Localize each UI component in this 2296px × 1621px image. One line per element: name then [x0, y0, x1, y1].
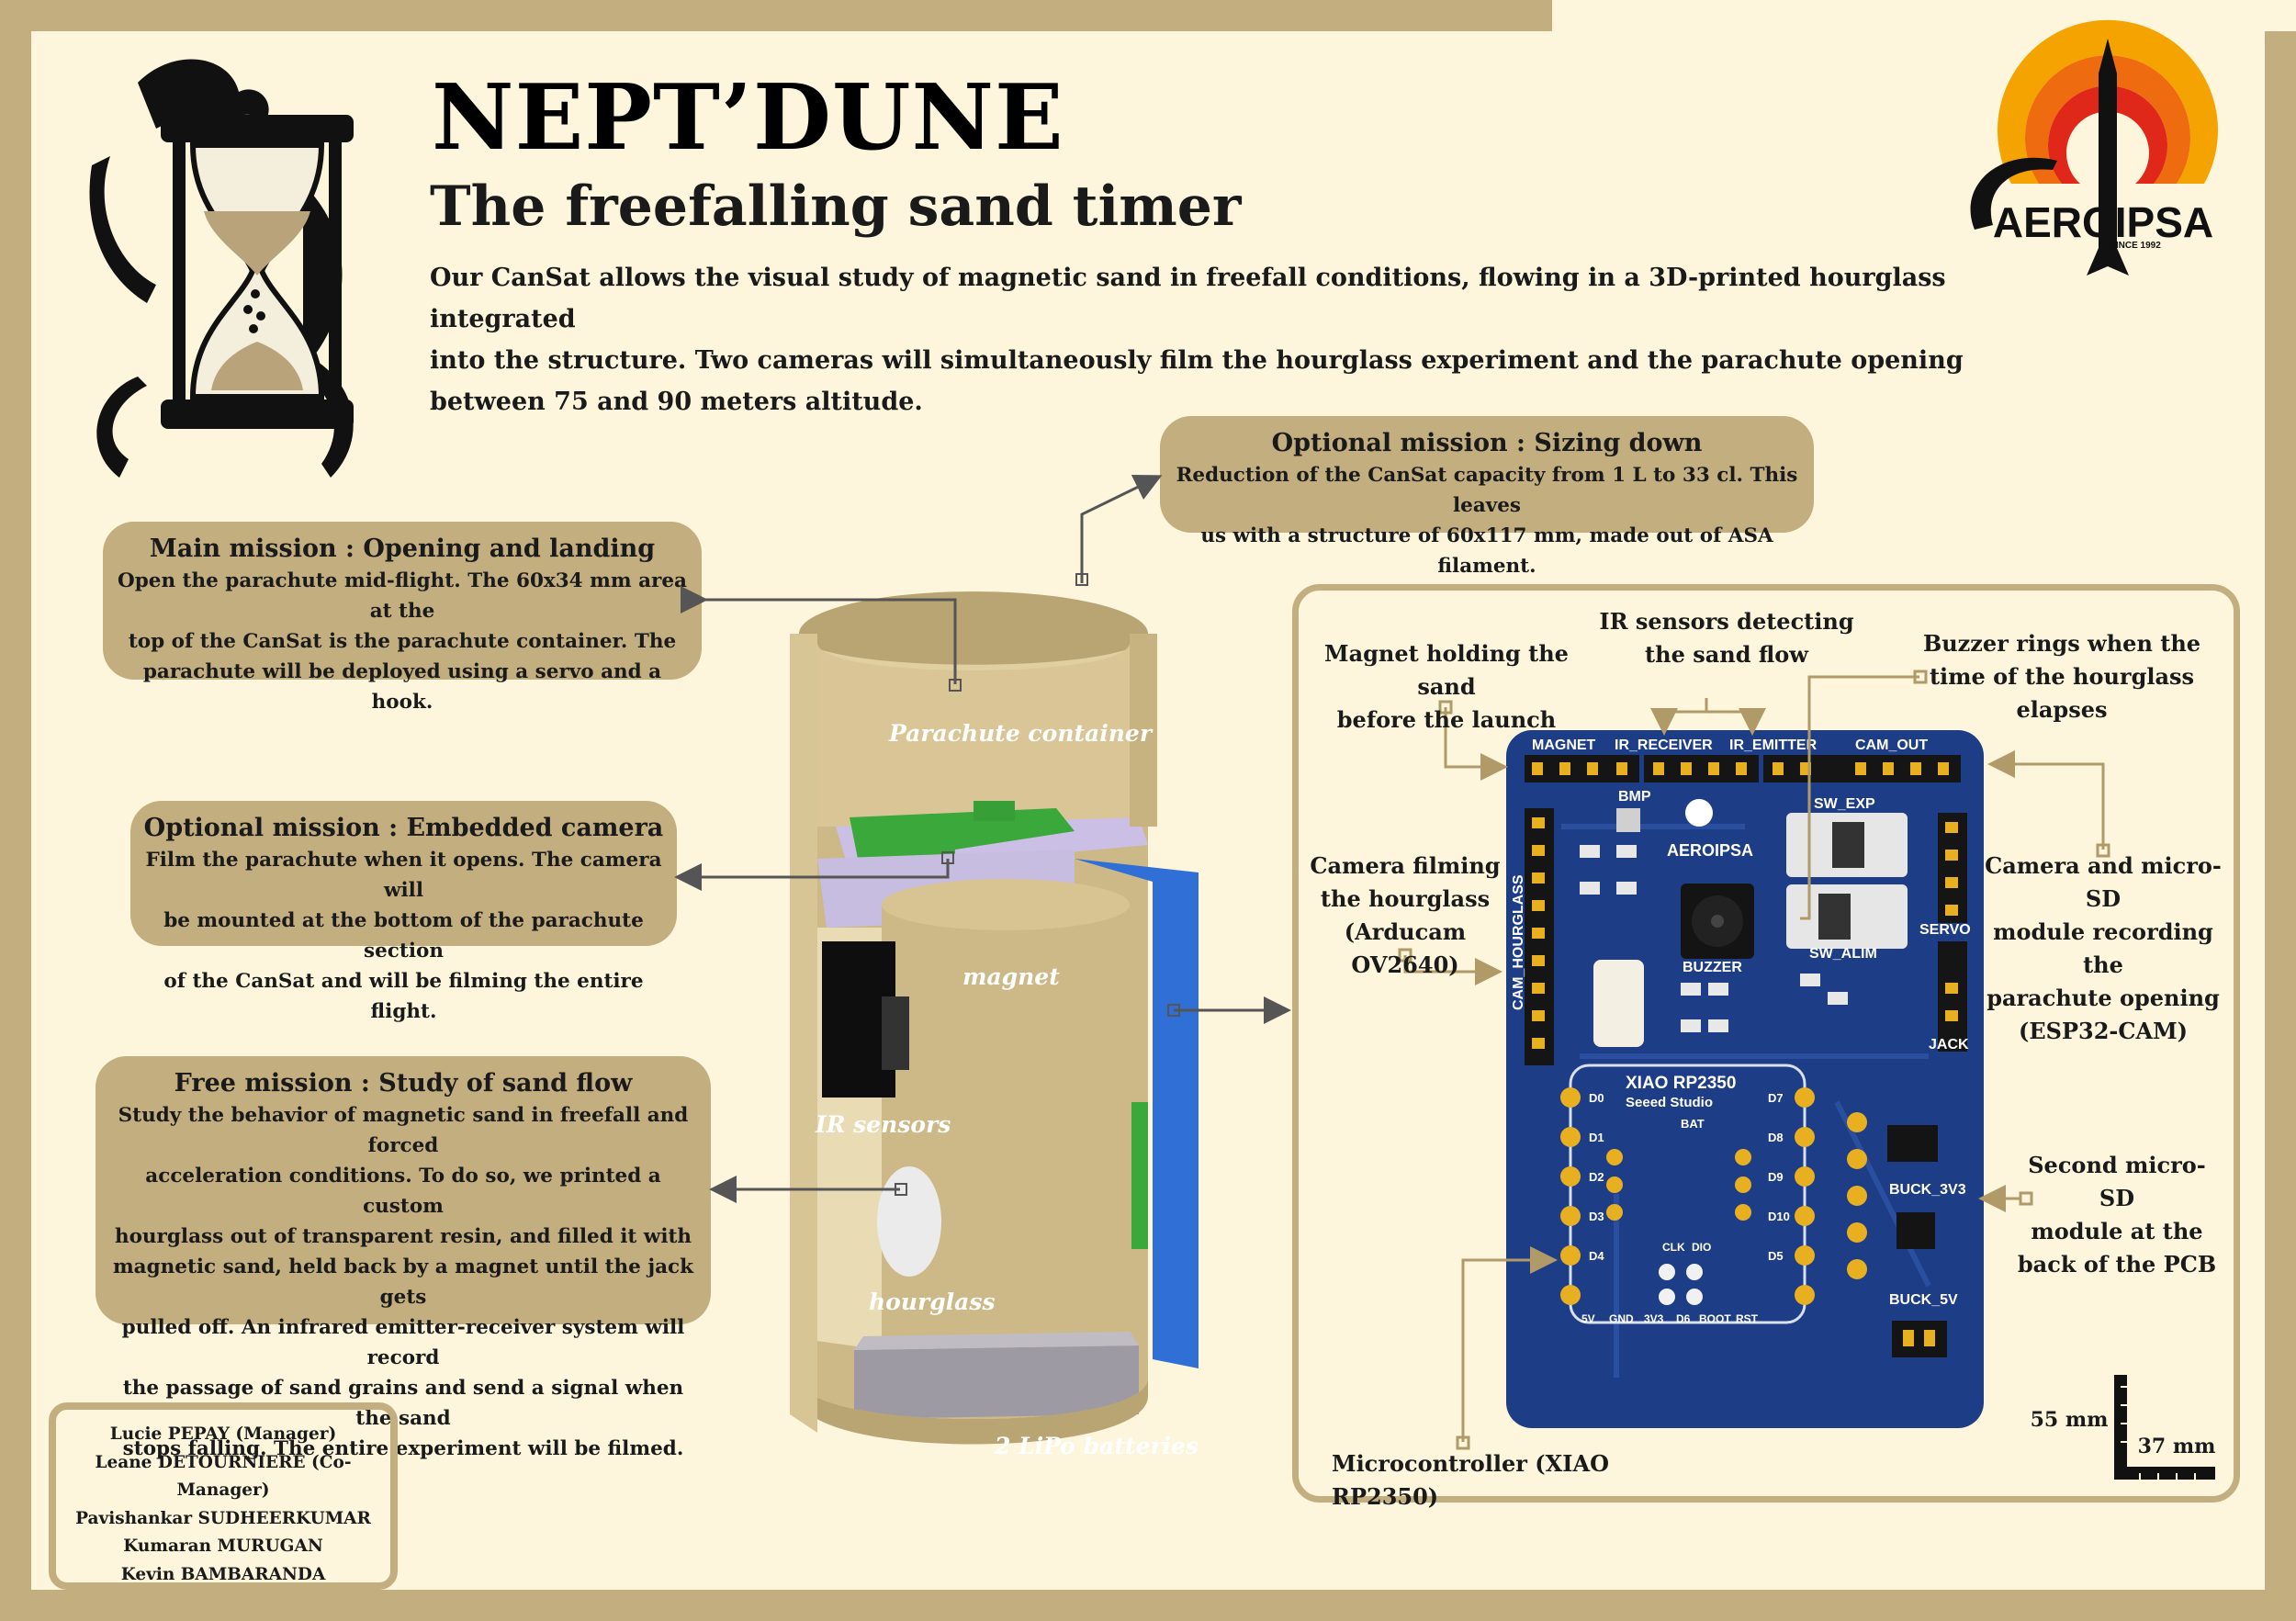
- poster-title: NEPT’DUNE: [432, 65, 1064, 171]
- callout-line: the hourglass: [1320, 885, 1491, 912]
- callout-line: Camera filming: [1310, 852, 1501, 879]
- free-mission-line: the passage of sand grains and send a si…: [122, 1377, 684, 1430]
- callout-line: Camera and micro-SD: [1985, 852, 2222, 912]
- camera-mission-line: be mounted at the bottom of the parachut…: [163, 909, 644, 962]
- callout-line: parachute opening: [1986, 985, 2220, 1011]
- callout-second-sd: Second micro-SD module at the back of th…: [2011, 1149, 2223, 1281]
- callout-line: (ESP32-CAM): [2018, 1018, 2189, 1044]
- team-member: Lucie PEPAY (Manager): [109, 1424, 337, 1444]
- intro-line: Our CanSat allows the visual study of ma…: [430, 264, 1946, 333]
- callout-magnet: Magnet holding the sand before the launc…: [1309, 637, 1584, 737]
- label-ir-sensors: IR sensors: [816, 1111, 951, 1138]
- callout-line: back of the PCB: [2017, 1251, 2217, 1278]
- team-member: Kumaran MURUGAN: [123, 1537, 323, 1556]
- team-member: Pavishankar SUDHEERKUMAR: [75, 1508, 371, 1528]
- main-mission-line: top of the CanSat is the parachute conta…: [128, 630, 677, 653]
- dimension-width: 37 mm: [2137, 1435, 2216, 1458]
- callout-camera-hourglass: Camera filming the hourglass (Arducam OV…: [1300, 850, 1511, 982]
- label-parachute: Parachute container: [889, 720, 1152, 747]
- free-mission-box: Free mission : Study of sand flow Study …: [96, 1056, 711, 1460]
- camera-mission-line: of the CanSat and will be filming the en…: [163, 970, 644, 1023]
- callout-buzzer: Buzzer rings when the time of the hourgl…: [1919, 627, 2204, 726]
- main-mission-line: parachute will be deployed using a servo…: [142, 660, 662, 714]
- camera-mission-box: Optional mission : Embedded camera Film …: [130, 801, 677, 1023]
- label-magnet: magnet: [962, 963, 1060, 990]
- callout-line: before the launch: [1336, 706, 1557, 733]
- free-mission-title: Free mission : Study of sand flow: [174, 1069, 633, 1098]
- dimension-height: 55 mm: [2030, 1408, 2109, 1432]
- callout-line: time of the hourglass: [1929, 663, 2195, 690]
- callout-line: elapses: [2016, 696, 2108, 723]
- camera-mission-title: Optional mission : Embedded camera: [143, 814, 664, 842]
- team-box: Lucie PEPAY (Manager) Leane DETOURNIERE …: [49, 1402, 398, 1590]
- free-mission-line: stops falling. The entire experiment wil…: [122, 1437, 684, 1460]
- camera-mission-line: Film the parachute when it opens. The ca…: [145, 849, 662, 902]
- sizing-mission-line: us with a structure of 60x117 mm, made o…: [1200, 524, 1773, 578]
- intro-text: Our CanSat allows the visual study of ma…: [430, 257, 1973, 422]
- team-member: Kevin BAMBARANDA: [120, 1564, 326, 1584]
- frame-gap: [1552, 0, 2296, 31]
- callout-ir: IR sensors detecting the sand flow: [1598, 605, 1855, 671]
- callout-line: module at the: [2031, 1218, 2203, 1244]
- pcb-panel: [1292, 584, 2240, 1503]
- label-batteries: 2 LiPo batteries: [995, 1433, 1199, 1459]
- free-mission-line: magnetic sand, held back by a magnet unt…: [112, 1255, 694, 1309]
- team-member: Leane DETOURNIERE (Co-Manager): [95, 1452, 352, 1501]
- main-mission-box: Main mission : Opening and landing Open …: [103, 522, 702, 714]
- callout-line: Magnet holding the sand: [1324, 640, 1569, 700]
- free-mission-line: hourglass out of transparent resin, and …: [114, 1225, 692, 1248]
- sizing-mission-box: Optional mission : Sizing down Reduction…: [1160, 416, 1814, 578]
- intro-line: between 75 and 90 meters altitude.: [430, 388, 923, 416]
- callout-line: the sand flow: [1645, 641, 1808, 668]
- callout-camera-sd: Camera and micro-SD module recording the…: [1979, 850, 2227, 1048]
- main-mission-line: Open the parachute mid-flight. The 60x34…: [118, 569, 687, 623]
- callout-line: (Arducam OV2640): [1344, 918, 1467, 978]
- free-mission-line: Study the behavior of magnetic sand in f…: [118, 1104, 689, 1157]
- callout-line: Second micro-SD: [2028, 1152, 2206, 1211]
- callout-line: IR sensors detecting: [1599, 608, 1854, 635]
- callout-line: module recording the: [1993, 918, 2213, 978]
- sizing-mission-title: Optional mission : Sizing down: [1271, 429, 1703, 457]
- label-hourglass: hourglass: [869, 1289, 996, 1315]
- free-mission-line: pulled off. An infrared emitter-receiver…: [121, 1316, 685, 1369]
- callout-line: Buzzer rings when the: [1922, 630, 2201, 657]
- intro-line: into the structure. Two cameras will sim…: [430, 346, 1964, 375]
- poster-subtitle: The freefalling sand timer: [430, 174, 1242, 239]
- callout-mcu: Microcontroller (XIAO RP2350): [1332, 1450, 1609, 1510]
- sizing-mission-line: Reduction of the CanSat capacity from 1 …: [1176, 464, 1798, 517]
- free-mission-line: acceleration conditions. To do so, we pr…: [145, 1165, 661, 1218]
- main-mission-title: Main mission : Opening and landing: [149, 535, 656, 563]
